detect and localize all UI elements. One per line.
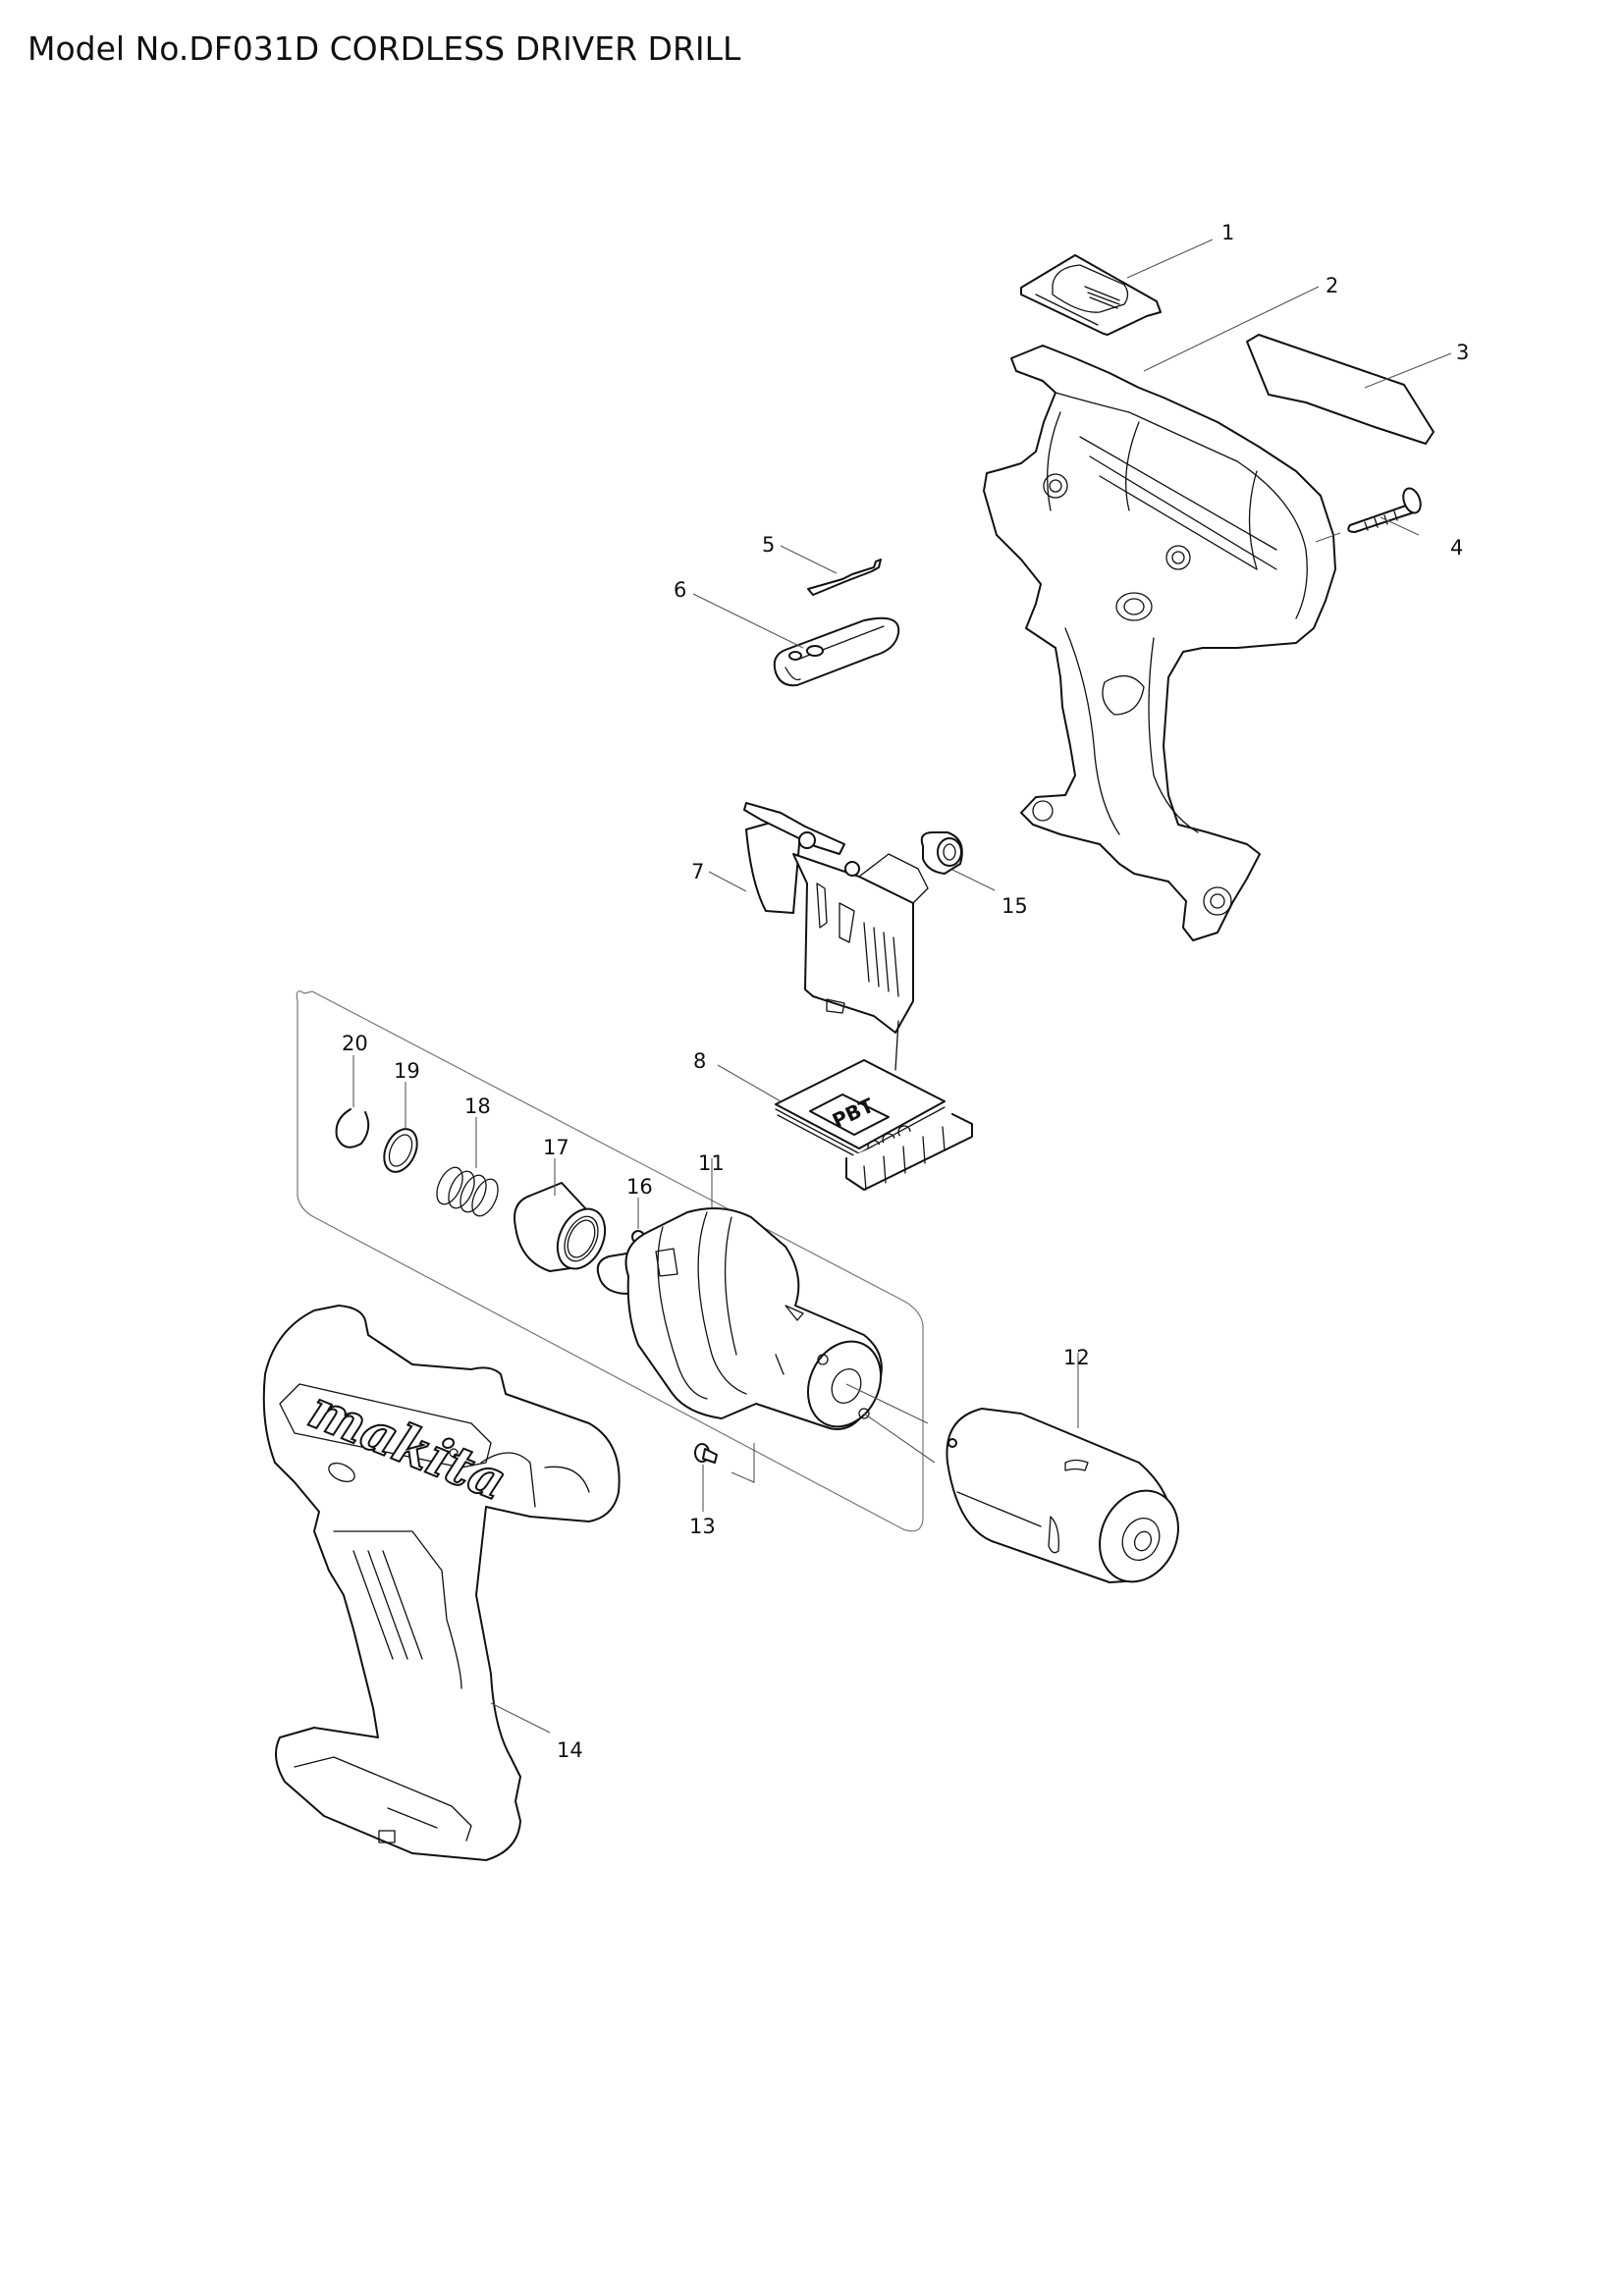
part-6-lock-button[interactable]: 6 [674, 578, 900, 687]
part-3-nameplate[interactable]: 3 [1246, 334, 1469, 445]
callout-19: 19 [394, 1059, 420, 1083]
callout-5: 5 [762, 533, 775, 557]
callout-17: 17 [543, 1136, 569, 1159]
part-17-sleeve[interactable]: 17 [514, 1136, 614, 1276]
callout-3: 3 [1456, 341, 1469, 364]
part-5-leaf-spring[interactable]: 5 [762, 533, 882, 596]
callout-6: 6 [674, 578, 686, 602]
callout-20: 20 [342, 1032, 368, 1055]
part-7-switch[interactable]: 7 [691, 802, 929, 1071]
callout-15: 15 [1001, 894, 1028, 918]
part-19-flat-washer[interactable]: 19 [378, 1059, 424, 1177]
callout-4: 4 [1450, 536, 1463, 560]
part-11-gear-assembly[interactable]: 11 [596, 1151, 936, 1464]
gear-assembly-group-frame [296, 990, 924, 1532]
part-18-compression-spring[interactable]: 18 [432, 1095, 504, 1220]
callout-13: 13 [689, 1515, 716, 1538]
callout-8: 8 [693, 1049, 706, 1073]
part-1-rotation-lever[interactable]: 1 [1020, 221, 1234, 336]
callout-2: 2 [1326, 274, 1338, 297]
callout-11: 11 [698, 1151, 725, 1175]
callout-14: 14 [557, 1738, 583, 1762]
page-title: Model No.DF031D CORDLESS DRIVER DRILL [27, 29, 741, 68]
callout-1: 1 [1221, 221, 1234, 244]
part-15-sleeve[interactable]: 15 [920, 831, 1028, 918]
part-8-terminal[interactable]: PBT 8 [693, 1049, 973, 1191]
callout-18: 18 [464, 1095, 491, 1118]
callout-12: 12 [1063, 1346, 1090, 1369]
part-13-screw[interactable]: 13 [689, 1443, 755, 1538]
part-20-retaining-ring[interactable]: 20 [335, 1032, 370, 1148]
part-14-housing-left[interactable]: makita 14 [262, 1305, 621, 1861]
callout-7: 7 [691, 860, 704, 883]
part-4-screw[interactable]: 4 [1315, 486, 1463, 560]
callout-16: 16 [626, 1175, 653, 1199]
part-12-dc-motor[interactable]: 12 [946, 1346, 1192, 1595]
